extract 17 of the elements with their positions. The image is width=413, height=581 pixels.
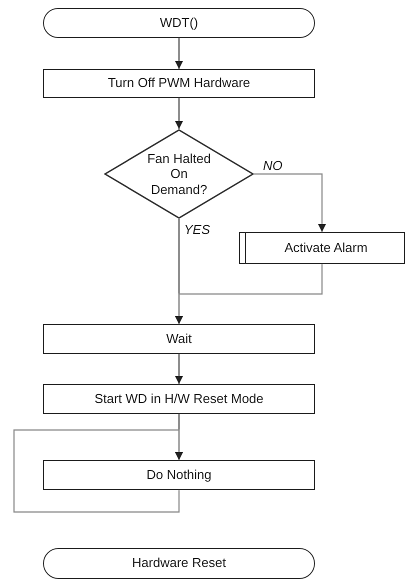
process-box: Start WD in H/W Reset Mode [43, 384, 315, 414]
terminal-box: Hardware Reset [43, 548, 315, 579]
process-box: Do Nothing [43, 460, 315, 490]
decision-diamond [104, 129, 254, 219]
edge-label: YES [183, 222, 212, 237]
arrow [175, 38, 183, 69]
process-box: Wait [43, 324, 315, 354]
arrow [175, 98, 183, 129]
edge-label: NO [262, 158, 284, 173]
arrow [175, 264, 323, 324]
terminal-box: WDT() [43, 8, 315, 38]
process-box: Turn Off PWM Hardware [43, 69, 315, 98]
arrow [254, 173, 326, 232]
subroutine-box: Activate Alarm [239, 232, 405, 264]
arrow [175, 354, 183, 384]
arrow [13, 429, 183, 513]
decision-label: Fan Halted On Demand? [146, 150, 212, 198]
